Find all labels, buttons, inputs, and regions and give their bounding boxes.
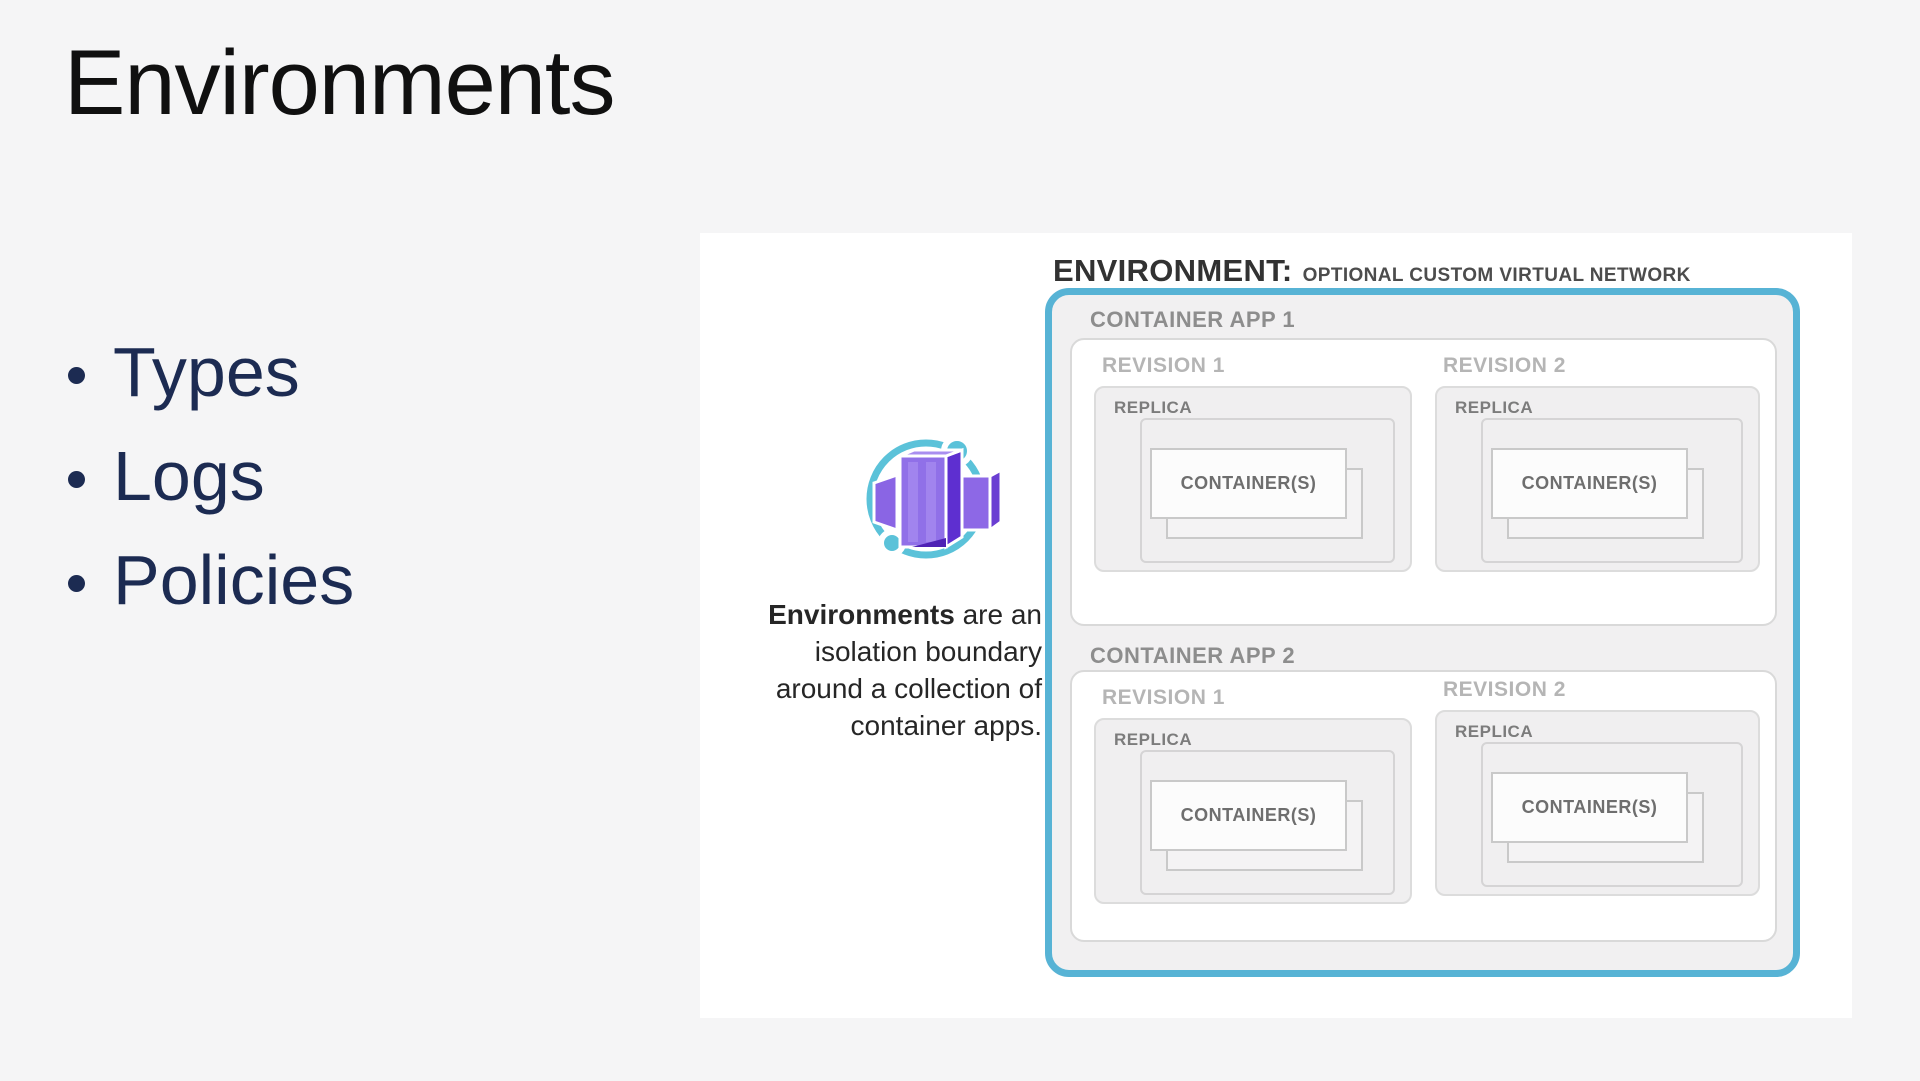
container-box: CONTAINER(S) xyxy=(1150,448,1347,519)
containers-label: CONTAINER(S) xyxy=(1521,797,1658,817)
caption-line: around a collection of xyxy=(775,673,1042,704)
container-app-1-label: CONTAINER APP 1 xyxy=(1090,307,1296,332)
caption-line: isolation boundary xyxy=(814,636,1042,667)
revision-1-column: REVISION 1 REPLICA CONTAINER(S) xyxy=(1094,354,1412,572)
containers-label: CONTAINER(S) xyxy=(1180,805,1317,825)
list-item: Policies xyxy=(64,528,354,632)
caption-rest: are an xyxy=(954,599,1042,630)
bullet-text: Logs xyxy=(113,437,265,515)
container-app-2-label: CONTAINER APP 2 xyxy=(1090,643,1296,668)
container-app-2-box: REVISION 1 REPLICA CONTAINER(S) REVISION… xyxy=(1070,670,1777,942)
containers-label: CONTAINER(S) xyxy=(1521,473,1658,493)
replica-label: REPLICA xyxy=(1114,730,1193,749)
list-item: Logs xyxy=(64,424,354,528)
bullet-icon xyxy=(68,470,85,488)
bullet-text: Types xyxy=(113,333,300,411)
replica-inner-box: CONTAINER(S) xyxy=(1140,750,1395,895)
revision-1-column: REVISION 1 REPLICA CONTAINER(S) xyxy=(1094,686,1412,904)
revision-box: REPLICA CONTAINER(S) xyxy=(1435,710,1760,896)
replica-inner-box: CONTAINER(S) xyxy=(1481,418,1743,563)
container-box: CONTAINER(S) xyxy=(1491,772,1688,843)
caption-line: container apps. xyxy=(850,710,1042,741)
bullet-text: Policies xyxy=(113,541,355,619)
diagram-panel: ENVIRONMENT: OPTIONAL CUSTOM VIRTUAL NET… xyxy=(700,233,1852,1018)
replica-label: REPLICA xyxy=(1114,398,1193,417)
replica-inner-box: CONTAINER(S) xyxy=(1481,742,1743,887)
containers-label: CONTAINER(S) xyxy=(1180,473,1317,493)
container-box: CONTAINER(S) xyxy=(1150,780,1347,851)
environment-heading-main: ENVIRONMENT: xyxy=(1053,253,1293,288)
revision-label: REVISION 2 xyxy=(1443,354,1566,377)
bullet-icon xyxy=(68,574,85,592)
replica-label: REPLICA xyxy=(1455,398,1534,417)
container-apps-environment-icon xyxy=(866,435,1003,559)
revision-2-column: REVISION 2 REPLICA CONTAINER(S) xyxy=(1435,354,1760,572)
caption-bold: Environments xyxy=(768,599,955,630)
revision-label: REVISION 2 xyxy=(1443,678,1566,701)
list-item: Types xyxy=(64,320,354,424)
replica-label: REPLICA xyxy=(1455,722,1534,741)
revision-box: REPLICA CONTAINER(S) xyxy=(1094,386,1412,572)
bullet-list: Types Logs Policies xyxy=(64,320,354,632)
revision-label: REVISION 1 xyxy=(1102,686,1225,709)
environment-heading-sub: OPTIONAL CUSTOM VIRTUAL NETWORK xyxy=(1302,265,1691,286)
caption-line: Environments are an xyxy=(728,596,1042,633)
replica-inner-box: CONTAINER(S) xyxy=(1140,418,1395,563)
container-app-1-box: REVISION 1 REPLICA CONTAINER(S) REVISION… xyxy=(1070,338,1777,626)
revision-box: REPLICA CONTAINER(S) xyxy=(1435,386,1760,572)
container-box: CONTAINER(S) xyxy=(1491,448,1688,519)
environment-heading: ENVIRONMENT: OPTIONAL CUSTOM VIRTUAL NET… xyxy=(1053,253,1691,289)
revision-label: REVISION 1 xyxy=(1102,354,1225,377)
caption: Environments are an isolation boundary a… xyxy=(728,596,1042,744)
environment-boundary-box: CONTAINER APP 1 REVISION 1 REPLICA CONTA… xyxy=(1045,288,1800,977)
page-title: Environments xyxy=(64,32,615,134)
bullet-icon xyxy=(68,366,85,384)
revision-2-column: REVISION 2 REPLICA CONTAINER(S) xyxy=(1435,678,1760,896)
revision-box: REPLICA CONTAINER(S) xyxy=(1094,718,1412,904)
